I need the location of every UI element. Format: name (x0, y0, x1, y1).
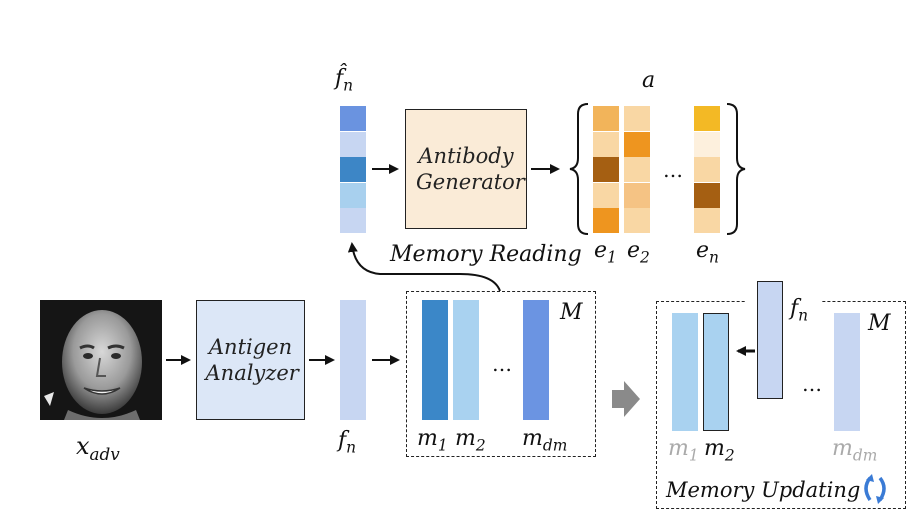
right-brace (726, 103, 746, 235)
en-cell (694, 208, 720, 234)
f-hat-cell (340, 131, 366, 157)
antigen-analyzer-box: Antigen Analyzer (196, 300, 305, 420)
e1-cell (593, 106, 619, 131)
ellipsis-top: … (663, 158, 683, 182)
memory-box (406, 291, 596, 457)
e2-cell (624, 157, 650, 183)
m1-label: m1 (417, 426, 448, 455)
f-hat-label: f̂n (335, 66, 354, 95)
e1-cell (593, 131, 619, 157)
f-hat-cell (340, 182, 366, 208)
en-cell (694, 131, 720, 157)
f-hat-cell (340, 106, 366, 131)
e2-cell (624, 182, 650, 208)
update-cycle-icon (864, 474, 886, 504)
transition-arrow (612, 381, 640, 417)
e2-cell (624, 131, 650, 157)
e1-cell (593, 182, 619, 208)
update-fn-label: fn (790, 296, 809, 325)
a-label: a (642, 68, 656, 93)
antigen-analyzer-label: Antigen Analyzer (205, 335, 299, 385)
ellipsis-update: … (802, 372, 822, 396)
update-mdm-label: mdm (832, 436, 878, 465)
memory-updating-caption: Memory Updating (666, 478, 861, 502)
update-m2-label: m2 (704, 436, 735, 465)
en-cell (694, 106, 720, 131)
mdm-label: mdm (522, 426, 568, 455)
memory-slot-mdm (523, 300, 549, 420)
update-slot-mdm (834, 313, 860, 431)
f-hat-vector (340, 106, 366, 234)
update-fn-vector (757, 281, 783, 399)
m2-label: m2 (455, 426, 486, 455)
en-label: en (696, 238, 719, 267)
e2-vector (624, 106, 650, 234)
fn-label: fn (338, 428, 357, 457)
en-cell (694, 182, 720, 208)
update-m1-label: m1 (668, 436, 699, 465)
memory-M-label: M (560, 300, 583, 325)
antibody-generator-box: Antibody Generator (405, 109, 527, 229)
x-adv-label: xadv (76, 432, 120, 464)
e2-label: e2 (627, 238, 650, 267)
e1-cell (593, 208, 619, 234)
update-slot-m2 (703, 313, 729, 431)
ellipsis-memory: … (492, 352, 512, 376)
f-hat-cell (340, 157, 366, 183)
memory-slot-m2 (453, 300, 479, 420)
adversarial-face-image (40, 300, 162, 420)
e1-vector (593, 106, 619, 234)
update-M-label: M (868, 311, 891, 336)
e1-cell (593, 157, 619, 183)
antibody-generator-label: Antibody Generator (416, 144, 525, 194)
memory-slot-m1 (422, 300, 448, 420)
e2-cell (624, 208, 650, 234)
f-hat-cell (340, 208, 366, 234)
arrow-memory-reading (347, 242, 501, 292)
update-slot-m1 (672, 313, 698, 431)
e2-cell (624, 106, 650, 131)
fn-update-gap (746, 296, 822, 306)
memory-reading-caption: Memory Reading (390, 242, 582, 267)
en-cell (694, 157, 720, 183)
e1-label: e1 (594, 238, 617, 267)
fn-vector (340, 300, 366, 420)
en-vector (694, 106, 720, 234)
left-brace (569, 103, 589, 235)
